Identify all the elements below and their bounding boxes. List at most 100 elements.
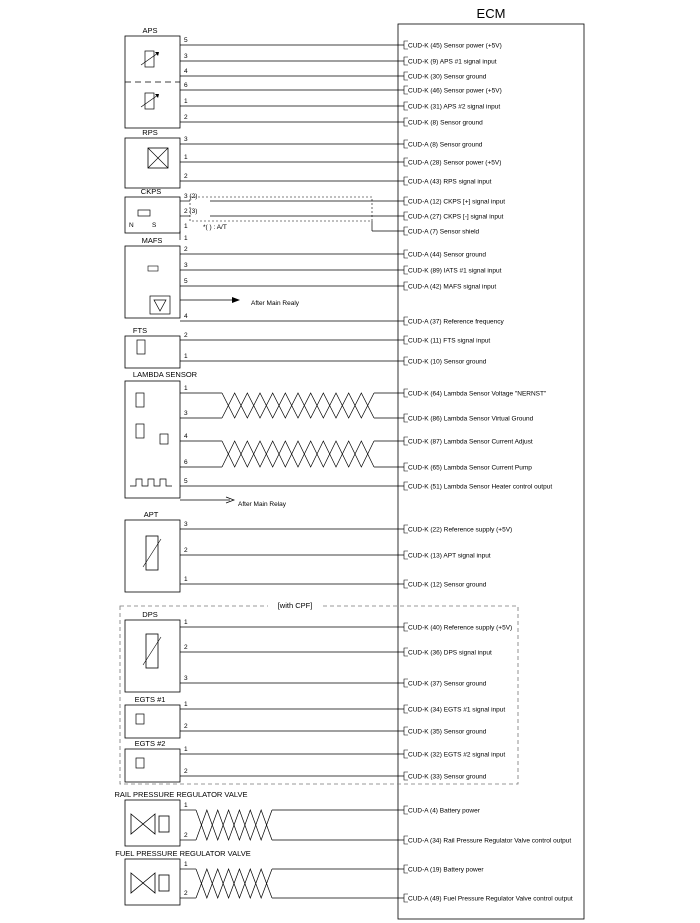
ecm-pin-bracket — [403, 211, 408, 221]
pin-number: 3 — [184, 53, 188, 60]
pin-number: 5 — [184, 37, 188, 44]
pin-number: 4 — [184, 433, 188, 440]
pin-number: 1 — [184, 576, 188, 583]
ecm-block: ECM — [397, 6, 585, 920]
ecm-pin-label: CUD-A (34) Rail Pressure Regulator Valve… — [408, 837, 571, 844]
aps2-pot-icon — [140, 92, 159, 110]
arrow-icon — [232, 297, 240, 303]
twisted-pair-2-b — [221, 440, 375, 468]
ecm-pin-label: CUD-K (34) EGTS #1 signal input — [408, 706, 505, 713]
ecm-pin-5: CUD-K (31) APS #2 signal input — [403, 101, 500, 111]
ecm-pin-8: CUD-A (28) Sensor power (+5V) — [403, 157, 501, 166]
component-egts1: EGTS #1 — [124, 695, 181, 739]
ecm-pin-label: CUD-K (35) Sensor ground — [408, 728, 487, 735]
rail-valve-icon — [130, 813, 170, 835]
ecm-pin-25: CUD-K (13) APT signal input — [403, 550, 491, 560]
wiper-icon — [140, 94, 159, 108]
ecm-pin-15: CUD-A (42) MAFS signal input — [403, 281, 496, 291]
pin-number: 1 — [184, 701, 188, 708]
pin-number: 6 — [184, 82, 188, 89]
pin-number: 1 — [184, 98, 188, 105]
pin-number: 1 — [184, 353, 188, 360]
ecm-pin-18: CUD-K (10) Sensor ground — [403, 356, 487, 366]
ecm-pin-label: CUD-K (89) IATS #1 signal input — [408, 267, 502, 274]
ecm-pin-35: CUD-A (34) Rail Pressure Regulator Valve… — [403, 835, 571, 845]
pin-number: 3 — [184, 136, 188, 143]
pin-number: 2 — [184, 332, 188, 339]
ecm-pin-10: CUD-A (12) CKPS [+] signal input — [403, 196, 505, 205]
ecm-pin-label: CUD-A (42) MAFS signal input — [408, 283, 496, 290]
ecm-pin-label: CUD-K (87) Lambda Sensor Current Adjust — [408, 438, 533, 445]
ecm-pin-4: CUD-K (46) Sensor power (+5V) — [403, 85, 502, 94]
ecm-pin-bracket — [403, 462, 408, 472]
ecm-pin-label: CUD-A (7) Sensor shield — [408, 228, 480, 235]
ecm-pin-12: CUD-A (7) Sensor shield — [403, 226, 480, 236]
pin-number: 2 (3) — [184, 208, 197, 215]
component-rps: RPS — [124, 128, 181, 189]
ecm-pin-label: CUD-A (37) Reference frequency — [408, 318, 504, 325]
component-fts: FTS — [124, 326, 181, 369]
ecm-pin-bracket — [403, 550, 408, 560]
pin-number: 2 — [184, 723, 188, 730]
pin-number: 1 — [184, 619, 188, 626]
pin-number: 3 — [184, 675, 188, 682]
sensor-slash-icon — [142, 636, 162, 666]
ecm-pin-7: CUD-A (8) Sensor ground — [403, 139, 483, 148]
ckps-s-mark: S — [152, 222, 157, 229]
component-fprv: FUEL PRESSURE REGULATOR VALVE — [115, 849, 251, 906]
ecm-pin-bracket — [403, 226, 408, 236]
component-box — [124, 858, 181, 906]
ecm-pin-31: CUD-K (35) Sensor ground — [403, 726, 487, 736]
pin-number: 2 — [184, 768, 188, 775]
component-egts2: EGTS #2 — [124, 739, 181, 783]
ecm-pin-label: CUD-K (31) APS #2 signal input — [408, 103, 500, 110]
ecm-pin-bracket — [403, 176, 408, 186]
ecm-pin-label: CUD-K (37) Sensor ground — [408, 680, 487, 687]
component-name: EGTS #2 — [135, 739, 166, 748]
ecm-pin-bracket — [403, 835, 408, 845]
ecm-pin-label: CUD-K (46) Sensor power (+5V) — [408, 87, 502, 94]
mafs-amp-box — [149, 295, 171, 315]
component-name: FUEL PRESSURE REGULATOR VALVE — [115, 849, 250, 858]
ckps-note: *( ) : A/T — [203, 224, 227, 231]
component-box — [124, 137, 181, 189]
component-box — [124, 519, 181, 593]
ecm-pin-bracket — [403, 893, 408, 903]
arrow-icon — [225, 496, 235, 504]
twisted-pair-4-b — [195, 868, 273, 899]
ecm-pin-label: CUD-K (86) Lambda Sensor Virtual Ground — [408, 415, 534, 422]
apt-sensor-icon — [142, 535, 162, 571]
pin-number: 5 — [184, 278, 188, 285]
ecm-pin-bracket — [403, 56, 408, 66]
component-box — [124, 704, 181, 739]
pin-number: 5 — [184, 478, 188, 485]
ecm-pin-bracket — [403, 678, 408, 688]
ecm-pin-label: CUD-A (4) Battery power — [408, 807, 481, 814]
pin-number: 1 — [184, 802, 188, 809]
component-box — [124, 748, 181, 783]
ecm-pin-bracket — [403, 771, 408, 781]
ecm-pin-label: CUD-K (33) Sensor ground — [408, 773, 487, 780]
ecm-pin-bracket — [403, 524, 408, 534]
ecm-pin-bracket — [403, 40, 408, 50]
lambda-note: After Main Relay — [238, 501, 287, 508]
lambda-heater-icon — [130, 478, 172, 487]
ecm-pin-bracket — [403, 726, 408, 736]
component-name: RAIL PRESSURE REGULATOR VALVE — [115, 790, 248, 799]
ecm-pin-bracket — [403, 101, 408, 111]
ecm-pin-label: CUD-K (10) Sensor ground — [408, 358, 487, 365]
pin-number: 1 — [184, 385, 188, 392]
ecm-pin-37: CUD-A (49) Fuel Pressure Regulator Valve… — [403, 893, 573, 903]
ecm-pin-bracket — [403, 335, 408, 345]
pin-number: 1 — [184, 223, 188, 230]
fts-resistor-icon — [136, 339, 146, 355]
ecm-pin-28: CUD-K (36) DPS signal input — [403, 647, 492, 657]
ecm-pin-2: CUD-K (9) APS #1 signal input — [403, 56, 497, 66]
ecm-pin-label: CUD-A (19) Battery power — [408, 866, 484, 873]
twisted-pair-3-b — [195, 808, 273, 842]
valve-right-icon — [142, 872, 156, 894]
valve-right-icon — [142, 813, 156, 835]
ecm-pin-17: CUD-K (11) FTS signal input — [403, 335, 490, 345]
ecm-pin-33: CUD-K (33) Sensor ground — [403, 771, 487, 781]
ecm-pin-label: CUD-K (22) Reference supply (+5V) — [408, 526, 512, 533]
